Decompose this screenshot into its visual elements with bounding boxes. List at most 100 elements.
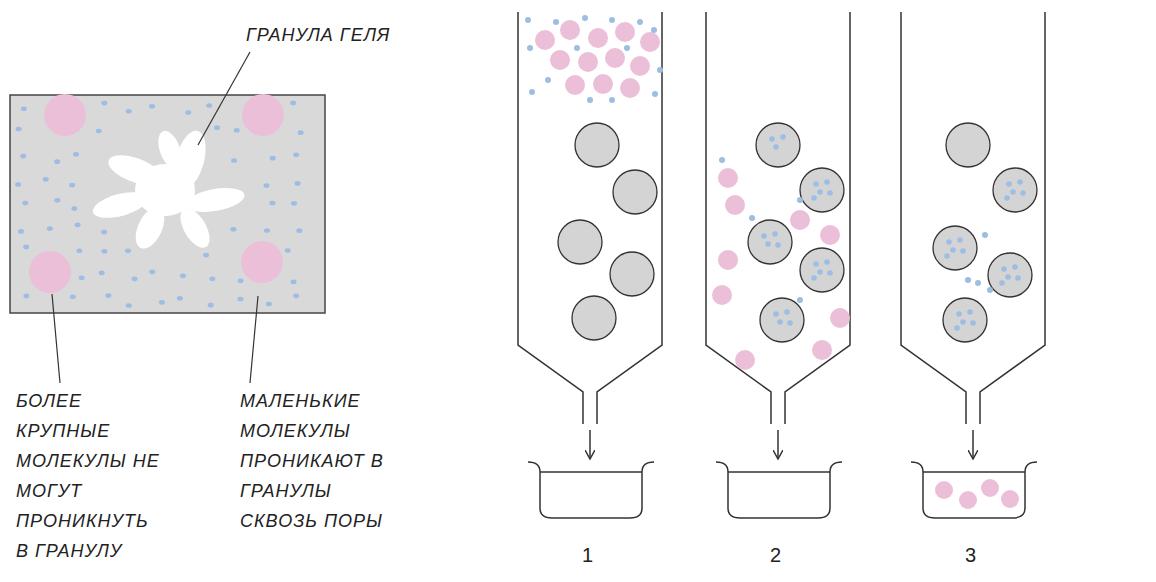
large-molecule-note: БОЛЕЕ КРУПНЫЕ МОЛЕКУЛЫ НЕ МОГУТ ПРОНИКНУ… <box>16 386 166 566</box>
small-molecule <box>266 302 272 307</box>
trapped-molecule <box>999 280 1005 286</box>
gel-bead <box>988 253 1032 297</box>
gel-bead <box>993 168 1037 212</box>
trapped-molecule <box>817 269 823 275</box>
small-molecule <box>76 249 82 254</box>
trapped-molecule <box>811 275 817 281</box>
large-molecule <box>588 28 608 48</box>
small-molecule <box>237 297 243 302</box>
trapped-molecule <box>956 311 962 317</box>
trapped-molecule <box>944 253 950 259</box>
small-molecule <box>797 297 803 303</box>
large-molecule <box>718 168 738 188</box>
trapped-molecule <box>787 320 793 326</box>
small-molecule <box>965 277 971 283</box>
gel-granule <box>90 127 246 253</box>
small-molecule <box>126 303 132 308</box>
large-molecule <box>790 210 810 230</box>
column-number: 3 <box>965 540 977 570</box>
trapped-molecule <box>813 261 819 267</box>
small-molecule <box>609 97 615 103</box>
small-molecule <box>230 227 236 232</box>
small-molecule <box>719 157 725 163</box>
large-molecule <box>735 350 755 370</box>
trapped-molecule <box>775 242 781 248</box>
trapped-molecule <box>765 241 771 247</box>
trapped-molecule <box>780 134 786 140</box>
small-molecule <box>582 15 588 21</box>
trapped-molecule <box>772 231 778 237</box>
small-molecule <box>185 110 191 115</box>
small-molecule <box>293 294 299 299</box>
small-molecule <box>71 206 77 211</box>
large-molecule <box>550 50 570 70</box>
trapped-molecule <box>1010 189 1016 195</box>
trapped-molecule <box>950 247 956 253</box>
gel-bead <box>610 252 654 296</box>
column-number: 2 <box>770 540 782 570</box>
trapped-molecule <box>811 195 817 201</box>
trapped-molecule <box>777 319 783 325</box>
small-molecule <box>263 183 269 188</box>
large-molecule <box>725 195 745 215</box>
column-contents <box>525 15 1037 370</box>
large-molecule <box>630 56 650 76</box>
trapped-molecule <box>960 319 966 325</box>
small-molecule <box>16 127 22 132</box>
large-molecules <box>29 94 284 293</box>
trapped-molecule <box>954 325 960 331</box>
small-molecule <box>105 293 111 298</box>
gel-bead <box>572 296 616 340</box>
collected-large-molecules <box>935 479 1019 509</box>
trapped-molecule <box>970 320 976 326</box>
collection-dishes <box>528 462 1037 518</box>
small-molecule <box>651 27 657 33</box>
trapped-molecule <box>824 259 830 265</box>
large-molecule <box>820 225 840 245</box>
column-number: 1 <box>582 540 594 570</box>
large-molecule <box>593 74 613 94</box>
small-molecule <box>208 303 214 308</box>
small-molecule <box>587 97 593 103</box>
small-molecule <box>529 89 535 95</box>
small-molecule <box>298 130 304 135</box>
small-molecule <box>47 226 53 231</box>
gel-bead <box>558 220 602 264</box>
small-molecule <box>15 182 21 187</box>
gel-bead <box>748 220 792 264</box>
small-molecule <box>231 158 237 163</box>
small-molecule <box>75 223 81 228</box>
small-molecule <box>624 45 630 51</box>
trapped-molecule <box>827 270 833 276</box>
trapped-molecule <box>784 309 790 315</box>
trapped-molecule <box>761 233 767 239</box>
large-molecule <box>565 75 585 95</box>
trapped-molecule <box>1012 264 1018 270</box>
trapped-molecule <box>1017 179 1023 185</box>
small-molecule <box>20 154 26 159</box>
small-molecule <box>553 19 559 25</box>
small-molecule <box>545 77 551 83</box>
flow-arrows <box>590 430 973 458</box>
leader-lines <box>52 52 258 383</box>
small-molecule <box>285 248 291 253</box>
small-molecule <box>69 183 75 188</box>
small-molecule <box>21 106 27 111</box>
large-molecule <box>615 22 635 42</box>
small-molecule <box>125 248 131 253</box>
gel-bead <box>800 168 844 212</box>
small-molecule <box>652 91 658 97</box>
large-molecule <box>578 52 598 72</box>
small-molecule <box>525 17 531 23</box>
small-molecule-note: МАЛЕНЬКИЕ МОЛЕКУЛЫ ПРОНИКАЮТ В ГРАНУЛЫ С… <box>240 386 405 536</box>
large-molecule <box>640 32 660 52</box>
gel-bead <box>760 298 804 342</box>
trapped-molecule <box>813 181 819 187</box>
gel-bead <box>943 298 987 342</box>
gel-panel <box>10 95 325 313</box>
trapped-molecule <box>769 136 775 142</box>
small-molecule <box>214 125 220 130</box>
small-molecule <box>206 103 212 108</box>
trapped-molecule <box>773 144 779 150</box>
